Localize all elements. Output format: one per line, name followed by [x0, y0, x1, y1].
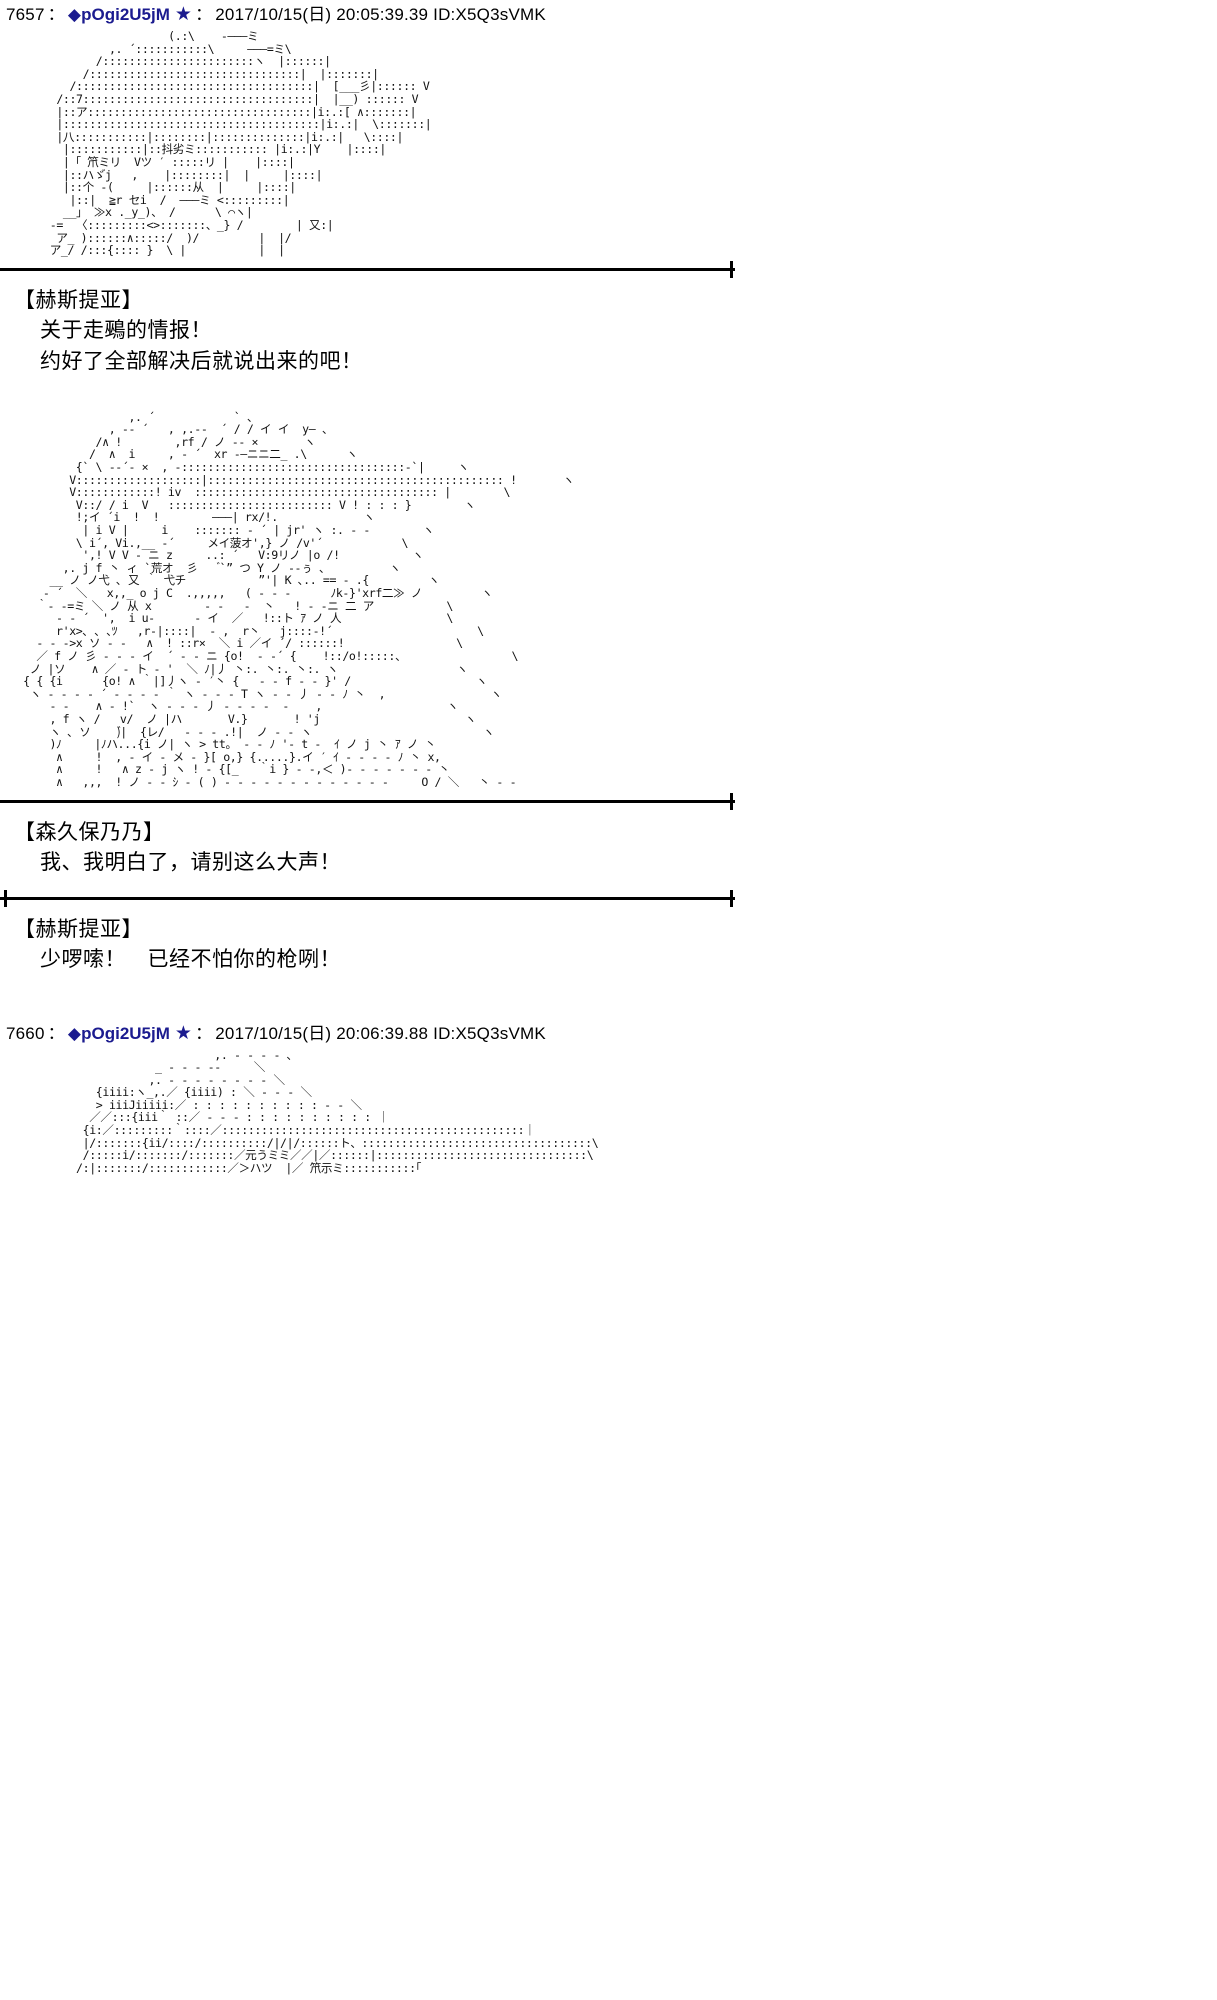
- post-tripcode[interactable]: pOgi2U5jM: [81, 5, 170, 24]
- dialogue-line: 约好了全部解决后就说出来的吧！: [40, 348, 363, 373]
- dialogue-block-1: 【赫斯提亚】 关于走鵐的情报！ 约好了全部解决后就说出来的吧！: [0, 277, 1217, 387]
- speaker-name: 【赫斯提亚】: [14, 916, 143, 941]
- divider-tick-left: [4, 889, 7, 907]
- divider-bar: [0, 799, 735, 803]
- post-timestamp: 2017/10/15(日) 20:05:39.39: [215, 5, 429, 24]
- spacer: [0, 985, 1217, 1019]
- header-separator-colon-2: ：: [195, 5, 213, 24]
- divider-tick-right: [730, 792, 733, 810]
- post-number: 7657: [6, 5, 45, 24]
- header-separator-colon: ：: [47, 5, 65, 24]
- post-user-id: ID:X5Q3sVMK: [433, 5, 546, 24]
- divider-tick-right: [730, 260, 733, 278]
- post-divider-2: [0, 792, 1217, 810]
- dialogue-line: 我、我明白了，请别这么大声！: [40, 849, 341, 874]
- post-divider-3: [0, 889, 1217, 907]
- header-separator-colon-2: ：: [195, 1023, 213, 1043]
- ascii-art-hestia-portrait: (.:\ ‐―――ミ ,. ´:::::::::::\ ―――=ミ\ /::::…: [49, 29, 432, 258]
- spacer: [0, 387, 1217, 409]
- post-timestamp: 2017/10/15(日) 20:06:39.88: [215, 1023, 429, 1043]
- ascii-art-morikubo-portrait: ,. ´ ` 、 , -‐ ´ , ,.-‐ ´ / / イ イ y― 、 /∧…: [23, 409, 574, 789]
- star-icon: ★: [174, 4, 193, 25]
- dialogue-line: 关于走鵐的情报！: [40, 317, 212, 342]
- speaker-name: 【赫斯提亚】: [14, 287, 143, 312]
- post-header-7660: 7660：◆pOgi2U5jM ★：2017/10/15(日) 20:06:39…: [0, 1019, 1217, 1047]
- post-divider-1: [0, 260, 1217, 278]
- star-icon: ★: [174, 1022, 193, 1044]
- header-separator-colon: ：: [47, 1023, 65, 1043]
- divider-bar: [0, 267, 735, 271]
- dialogue-block-2: 【森久保乃乃】 我、我明白了，请别这么大声！: [0, 809, 1217, 888]
- speaker-name: 【森久保乃乃】: [14, 819, 165, 844]
- diamond-icon: ◆: [67, 1023, 82, 1043]
- ascii-art-bottom-portrait: ,. ‐ ‐ ‐ ‐ ､ _ ‐ ‐ ‐ ‐‐ ＼ ,. ‐ ‐ ‐ ‐ ‐ ‐…: [76, 1047, 599, 1175]
- divider-bar: [0, 896, 735, 900]
- post-number: 7660: [6, 1023, 45, 1043]
- post-user-id: ID:X5Q3sVMK: [433, 1023, 546, 1043]
- post-tripcode[interactable]: pOgi2U5jM: [81, 1023, 170, 1043]
- dialogue-line: 少啰嗦！ 已经不怕你的枪咧！: [40, 946, 341, 971]
- dialogue-block-3: 【赫斯提亚】 少啰嗦！ 已经不怕你的枪咧！: [0, 906, 1217, 985]
- post-header-7657: 7657：◆pOgi2U5jM ★：2017/10/15(日) 20:05:39…: [0, 0, 1217, 28]
- diamond-icon: ◆: [67, 5, 82, 24]
- divider-tick-right: [730, 889, 733, 907]
